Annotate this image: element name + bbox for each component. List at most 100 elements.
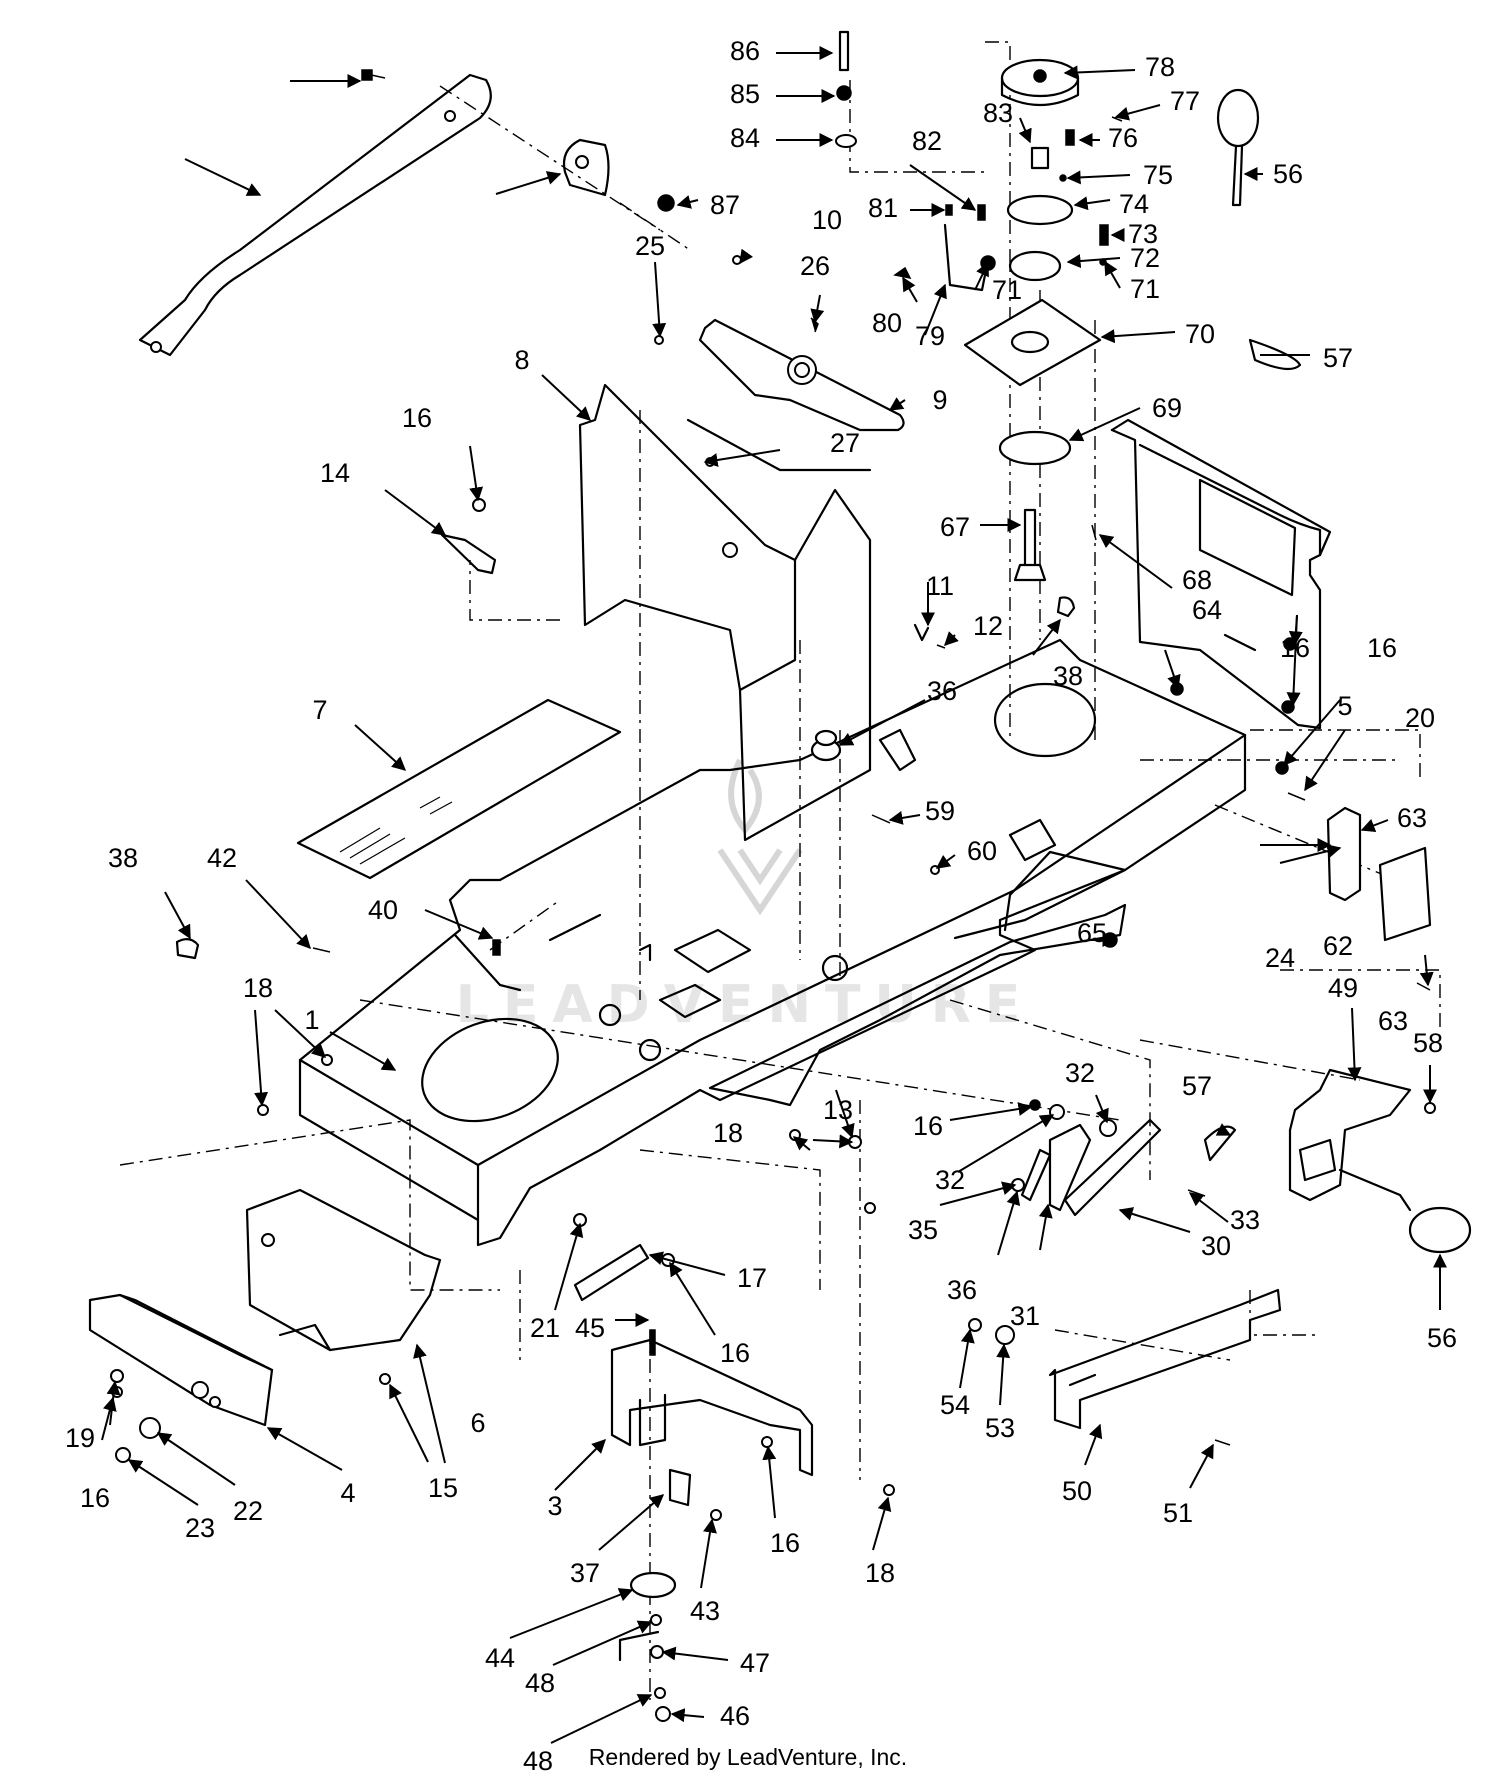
part-54-pin-loop-lower [1408, 1206, 1472, 1254]
callout-15: 15 [428, 1473, 458, 1503]
callout-47: 47 [740, 1648, 770, 1678]
part-54-pin-shaft [1231, 144, 1244, 207]
part-53-nut [968, 1318, 982, 1332]
part-73-screw [1065, 129, 1075, 146]
part-32-washer [1049, 1104, 1065, 1120]
callout-56: 59 [925, 796, 955, 826]
callout-24: 24 [1265, 943, 1295, 973]
part-71-bearing [1006, 194, 1074, 226]
part-72-washer [1059, 174, 1067, 182]
callout-32b: 32 [1065, 1058, 1095, 1088]
part-47-spacer [650, 1645, 664, 1659]
callout-66: 69 [1152, 393, 1182, 423]
callout-74: 77 [1170, 86, 1200, 116]
callout-16: 16 [1280, 633, 1310, 663]
callout-10: 10 [812, 205, 842, 235]
callout-38b: 38 [108, 843, 138, 873]
callout-16g: 16 [80, 1483, 110, 1513]
part-16-nut [472, 498, 486, 512]
part-9-bracket [698, 318, 905, 432]
part-4-top-edge [118, 1293, 274, 1372]
callout-6: 6 [470, 1408, 485, 1438]
callout-18c: 18 [865, 1558, 895, 1588]
part-54-pin-shaft-lower [1338, 1168, 1412, 1212]
part-37-arm [668, 1468, 692, 1507]
part-8-side-panel [738, 488, 872, 842]
part-6-panel [245, 1188, 442, 1352]
part-1-side-edge [476, 733, 1247, 1167]
part-67-bore [1010, 330, 1050, 354]
part-75-pulley-rim [1000, 76, 1080, 107]
callout-45: 45 [575, 1313, 605, 1343]
callout-55: 57 [1323, 343, 1353, 373]
watermark-text: LEADVENTURE [456, 975, 1035, 1035]
callout-52: 53 [985, 1413, 1015, 1443]
callout-25: 25 [635, 231, 665, 261]
part-78-bushing [945, 204, 953, 216]
part-84-nut [657, 194, 675, 212]
part-42-bolt [312, 947, 331, 953]
part-bracket-small [878, 728, 917, 772]
callout-12: 12 [973, 611, 1003, 641]
part-8-hole [722, 542, 738, 558]
callout-40: 40 [368, 895, 398, 925]
part-17-strap [573, 1243, 650, 1302]
part-2-slot [1223, 633, 1257, 652]
callout-65: 68 [1182, 565, 1212, 595]
part-9-hub-bore [794, 362, 810, 378]
part-8-top-edge [686, 418, 872, 472]
part-49-hitch [1288, 1068, 1412, 1202]
part-77-clip [893, 266, 912, 280]
part-31-turnbuckle [1048, 1123, 1092, 1212]
part-11-clip [913, 623, 930, 642]
part-87-arm [138, 73, 492, 357]
callout-14: 14 [320, 458, 350, 488]
part-85-hole [575, 155, 589, 169]
callout-76: 79 [915, 321, 945, 351]
part-51-bolt [1214, 1439, 1231, 1446]
part-7-label-text [339, 796, 453, 865]
callout-33: 33 [1230, 1205, 1260, 1235]
part-65-pin [1091, 524, 1097, 541]
part-6-hole [261, 1233, 275, 1247]
part-1-large-opening-right [993, 682, 1097, 758]
part-56-bolt [871, 814, 891, 824]
part-76-spring [943, 223, 987, 292]
part-2-cutout [1198, 478, 1297, 597]
part-6-shaft-stub [278, 1323, 332, 1352]
part-32-washer [1099, 1119, 1117, 1137]
part-48-washer [650, 1614, 662, 1626]
callout-53: 54 [940, 1390, 970, 1420]
part-67-plate [963, 298, 1102, 387]
callout-67: 70 [1185, 319, 1215, 349]
callout-18b: 18 [713, 1118, 743, 1148]
part-45-bolt [649, 1329, 656, 1356]
leader-lines [101, 46, 1447, 1744]
callout-20: 20 [1405, 703, 1435, 733]
part-3-support [610, 1338, 814, 1477]
callout-23: 23 [185, 1513, 215, 1543]
callout-16c: 16 [402, 403, 432, 433]
callout-31: 31 [1010, 1301, 1040, 1331]
part-34-spring [1020, 1148, 1052, 1202]
callout-68b: 71 [992, 275, 1022, 305]
part-75-hub [1033, 69, 1047, 83]
part-83-bolt [838, 30, 850, 72]
part-58-nut [1424, 1102, 1436, 1114]
callout-57: 60 [967, 836, 997, 866]
callout-13: 13 [823, 1095, 853, 1125]
part-60-block [1326, 806, 1362, 902]
callout-27: 27 [830, 428, 860, 458]
part-49-clevis [1298, 1138, 1337, 1182]
part-7-plate [296, 698, 622, 880]
part-38-grip-left [175, 938, 200, 960]
callout-62: 64 [1192, 595, 1222, 625]
callout-54b: 56 [1427, 1323, 1457, 1353]
callout-60: 63 [1397, 803, 1427, 833]
callout-9: 9 [932, 385, 947, 415]
callout-16f: 16 [770, 1528, 800, 1558]
part-2-rear-panel [1110, 428, 1322, 730]
callout-79: 82 [912, 126, 942, 156]
part-59-block [1378, 846, 1432, 942]
